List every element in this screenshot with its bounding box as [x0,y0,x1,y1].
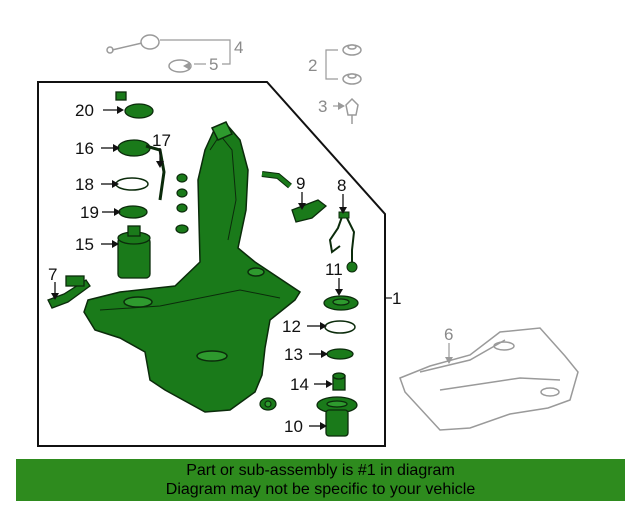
callout-10[interactable]: 10 [284,417,303,436]
part-hose-fill [261,172,292,188]
part-20-cap[interactable] [115,91,154,119]
part-4-fuel-cap-tether[interactable] [106,34,160,54]
callout-11[interactable]: 11 [325,260,343,279]
bracket-4-5 [160,39,231,65]
callout-18[interactable]: 18 [75,175,94,194]
part-12-o-ring[interactable] [324,320,356,334]
callout-4[interactable]: 4 [234,38,243,57]
assembly-frame [37,81,386,447]
part-13-gasket[interactable] [326,348,354,360]
part-8-connector[interactable] [338,211,350,219]
part-18-o-ring[interactable] [115,177,149,191]
part-11-lock-ring[interactable] [323,295,359,311]
part-14-valve[interactable] [332,372,346,391]
banner-line-1: Part or sub-assembly is #1 in diagram [186,462,455,479]
callout-1[interactable]: 1 [392,289,401,308]
callout-20[interactable]: 20 [75,101,94,120]
callout-15[interactable]: 15 [75,235,94,254]
part-11-connector[interactable] [346,261,358,273]
callout-5[interactable]: 5 [209,55,218,74]
leader-arrowheads [51,62,453,430]
part-tank-fitting[interactable] [259,397,277,411]
part-grommet-stack[interactable] [175,173,189,234]
callout-2[interactable]: 2 [308,56,317,75]
callout-13[interactable]: 13 [284,345,303,364]
callout-8[interactable]: 8 [337,176,346,195]
callout-19[interactable]: 19 [80,203,99,222]
part-7-sensor[interactable] [47,275,91,309]
part-3-clip[interactable] [345,97,359,124]
part-2-grommets[interactable] [342,44,362,85]
callout-3[interactable]: 3 [318,97,327,116]
callout-7[interactable]: 7 [48,265,57,284]
part-10-sender[interactable] [316,396,358,437]
part-15-fuel-pump[interactable] [117,225,151,279]
part-1-fuel-tank[interactable] [83,121,302,413]
callout-14[interactable]: 14 [290,375,309,394]
part-19-gasket[interactable] [118,205,148,219]
part-9-valve[interactable] [291,199,328,223]
part-6-heat-shield[interactable] [399,327,579,431]
callout-6[interactable]: 6 [444,325,453,344]
callout-17[interactable]: 17 [152,131,171,150]
part-8-harness[interactable] [328,213,356,264]
bracket-2 [325,49,338,80]
callout-16[interactable]: 16 [75,139,94,158]
callout-9[interactable]: 9 [296,174,305,193]
banner-line-2: Diagram may not be specific to your vehi… [165,481,476,498]
info-banner: Part or sub-assembly is #1 in diagram Di… [16,459,625,501]
callout-12[interactable]: 12 [282,317,301,336]
part-5-gasket[interactable] [168,59,192,73]
